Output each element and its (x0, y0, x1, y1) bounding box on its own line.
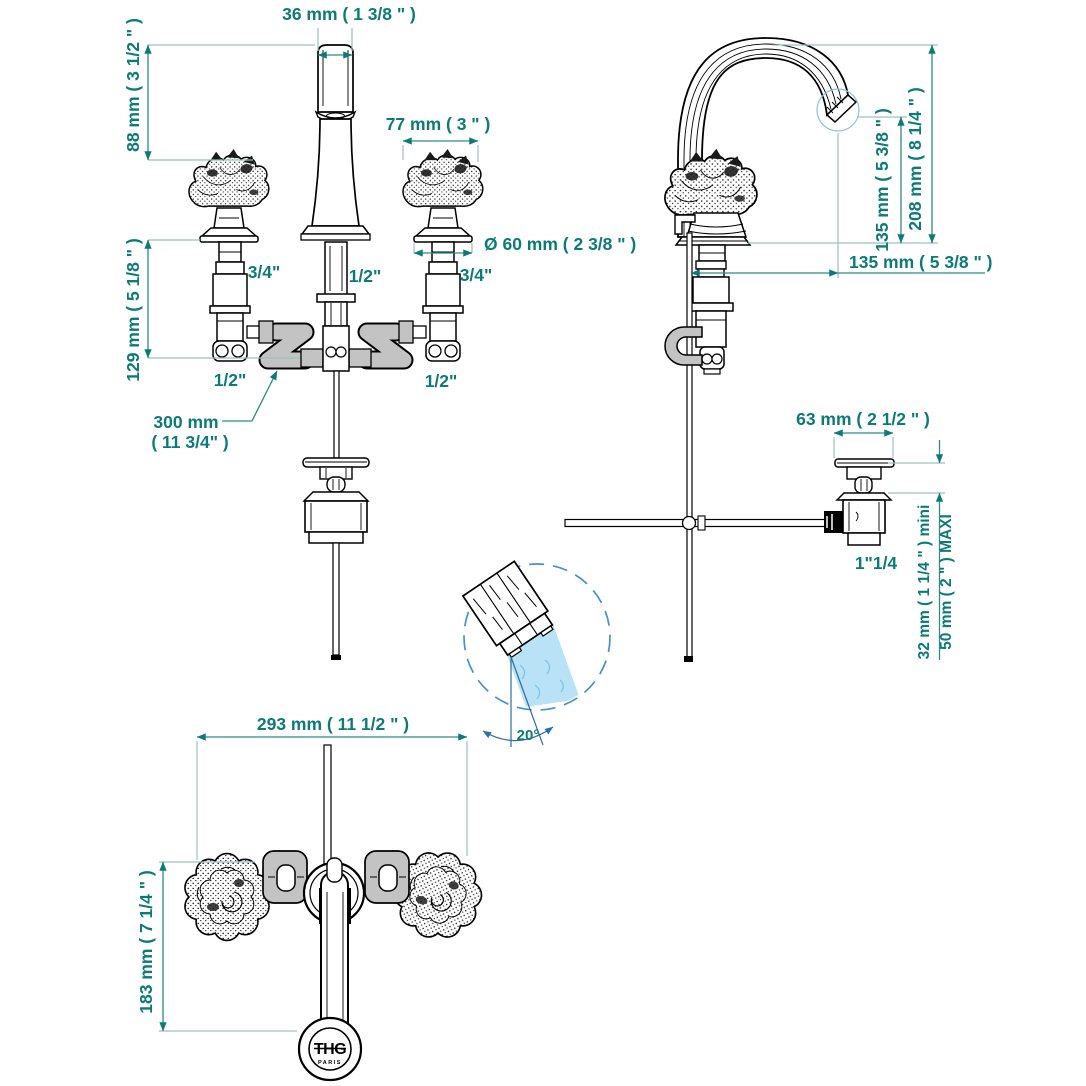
brand-city-text: PARIS (318, 1060, 342, 1066)
dim-overall-width: 293 mm ( 11 1/2 " ) (257, 714, 409, 734)
side-handle (664, 147, 758, 246)
front-left-valve (209, 241, 251, 362)
detail-circle (463, 563, 611, 711)
dim-spout-width: 36 mm ( 1 3/8 " ) (282, 4, 416, 24)
brand-logo-text: THG (314, 1041, 346, 1058)
dim-deck-thickness-max: 50 mm ( 2 " ) MAXI (938, 514, 955, 650)
top-view: THG PARIS (184, 744, 493, 1082)
dim-overall-height: 208 mm ( 8 1/4 " ) (905, 87, 925, 231)
angle-annotation (482, 656, 554, 747)
top-left-handle (184, 852, 270, 942)
popup-linkage-rod (564, 515, 833, 531)
front-right-handle (403, 149, 483, 242)
front-view (189, 44, 483, 660)
hose-connection-left-label: 1/2" (214, 370, 247, 390)
water-stream (507, 624, 580, 707)
spray-angle-label: 20° (517, 727, 540, 744)
center-shank (316, 241, 356, 375)
dim-hose-length-line1: 300 mm (153, 412, 218, 432)
front-popup-drain (302, 370, 370, 660)
front-spout (300, 44, 371, 241)
side-view (564, 37, 895, 662)
dim-escutcheon-diameter: Ø 60 mm ( 2 3/8 " ) (484, 234, 636, 254)
top-center-lever (302, 857, 366, 1041)
connection-right-label: 3/4" (460, 265, 493, 285)
dim-drain-flange-diameter: 63 mm ( 2 1/2 " ) (796, 409, 930, 429)
thg-logo: THG PARIS (297, 1016, 363, 1082)
front-left-handle (189, 149, 269, 242)
lift-rod-end (684, 656, 693, 662)
top-lift-rod (323, 744, 332, 866)
supply-hoses (246, 320, 427, 370)
dim-overall-depth: 183 mm ( 7 1/4 " ) (136, 870, 156, 1014)
lift-rod-bracket (674, 214, 696, 235)
dim-handle-width: 77 mm ( 3 " ) (386, 114, 491, 134)
aerator-tip (461, 560, 554, 659)
connection-center-label: 1/2" (349, 266, 382, 286)
spray-detail (461, 560, 611, 747)
front-right-valve (422, 241, 464, 362)
dim-deck-thickness-min: 32 mm ( 1 1/4 " ) mini (916, 505, 933, 660)
spout-tip-reference-circle (816, 88, 860, 132)
dimension-annotations: 36 mm ( 1 3/8 " ) 88 mm ( 3 1/2 " ) 129 … (123, 4, 993, 1032)
dim-spout-reach: 135 mm ( 5 3/8 " ) (849, 252, 993, 272)
dim-spout-height: 88 mm ( 3 1/2 " ) (123, 18, 143, 152)
mounting-clip (664, 326, 703, 366)
dim-spout-outlet-height: 135 mm ( 5 3/8 " ) (872, 108, 892, 252)
connection-left-label: 3/4" (248, 262, 281, 282)
top-escutcheons (262, 850, 410, 904)
drain-connection-size: 1"1/4 (855, 553, 898, 573)
side-popup-drain (824, 458, 895, 546)
lift-rod (686, 232, 693, 662)
dim-hose-length-line2: ( 11 3/4" ) (151, 432, 228, 452)
drain-adjust-knob (824, 511, 843, 533)
hose-connection-right-label: 1/2" (425, 371, 458, 391)
dim-underbody-height: 129 mm ( 5 1/8 " ) (123, 238, 143, 382)
